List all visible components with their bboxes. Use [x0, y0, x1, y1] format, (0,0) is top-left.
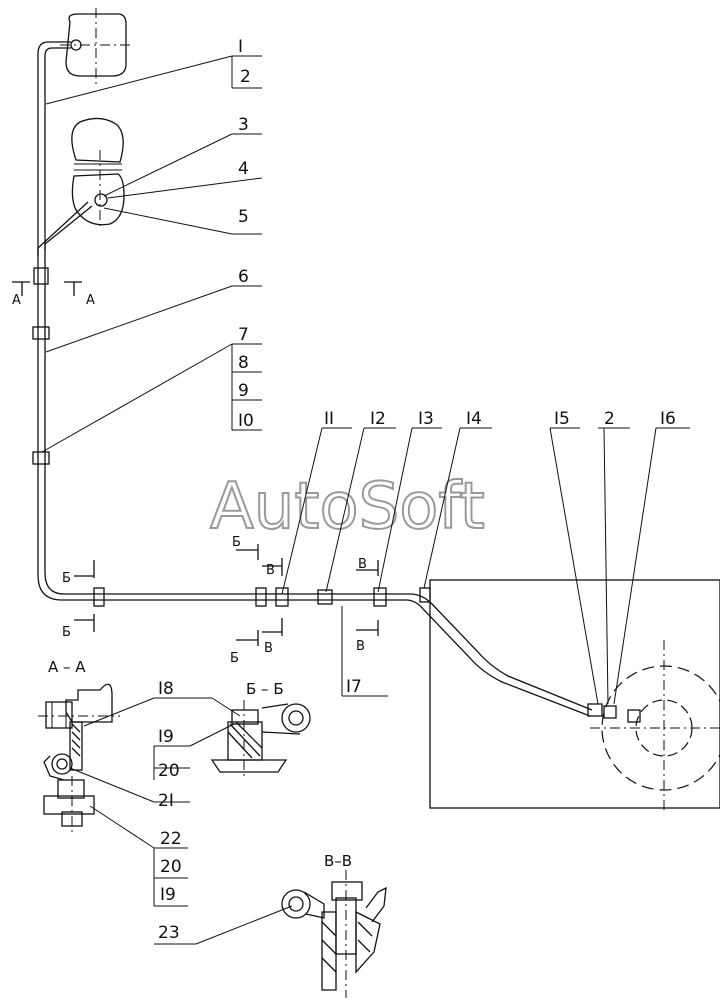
section-title-bb: Б – Б: [246, 680, 284, 698]
callout-17: I7: [346, 677, 362, 697]
callout-23: 23: [158, 923, 180, 943]
callout-14: I4: [466, 409, 482, 429]
callout-19a: I9: [158, 727, 174, 747]
callout-20b: 20: [160, 857, 182, 877]
callout-4: 4: [238, 159, 249, 179]
callout-21: 2I: [158, 791, 174, 811]
callout-8: 8: [238, 353, 249, 373]
svg-text:В: В: [358, 557, 367, 572]
callouts-sections: I8 I9 20 2I 22 20 I9 23: [69, 679, 293, 945]
callout-18: I8: [158, 679, 174, 699]
section-marker-a: A A: [12, 281, 95, 308]
callout-9: 9: [238, 381, 249, 401]
svg-text:В: В: [266, 563, 275, 578]
callout-1: I: [238, 37, 243, 57]
svg-text:В: В: [356, 639, 365, 654]
svg-text:В: В: [264, 641, 273, 656]
callout-20a: 20: [158, 761, 180, 781]
callout-2b: 2: [604, 409, 615, 429]
section-marker-b: Б Б Б Б: [62, 535, 259, 666]
callouts-upper: I 2 3 4 5 6 7 8 9 I0: [41, 37, 263, 453]
section-marker-v: В В В В: [262, 557, 379, 656]
section-title-aa: A – A: [48, 658, 86, 676]
callout-7: 7: [238, 325, 249, 345]
section-vv: В–В: [281, 852, 387, 998]
callout-15: I5: [554, 409, 570, 429]
callout-11: II: [324, 409, 334, 429]
callout-6: 6: [238, 267, 249, 287]
svg-text:A: A: [12, 293, 21, 308]
section-aa: A – A: [38, 658, 120, 836]
svg-text:Б: Б: [62, 625, 71, 640]
watermark: AutoSoft: [210, 470, 485, 544]
callout-19b: I9: [160, 885, 176, 905]
callout-2: 2: [240, 67, 251, 87]
callout-5: 5: [238, 207, 249, 227]
brake-pipe-main: [37, 41, 593, 717]
svg-text:Б: Б: [230, 651, 239, 666]
svg-text:A: A: [86, 293, 95, 308]
callout-16: I6: [660, 409, 676, 429]
section-title-vv: В–В: [324, 852, 352, 870]
callout-12: I2: [370, 409, 386, 429]
callout-22: 22: [160, 829, 182, 849]
callout-13: I3: [418, 409, 434, 429]
section-bb: Б – Б: [210, 680, 311, 780]
wheel-area: [429, 579, 720, 810]
pipe-clamps: [32, 267, 641, 723]
upper-reservoir: [60, 8, 132, 84]
middle-reservoir: [71, 117, 125, 230]
svg-text:Б: Б: [62, 571, 71, 586]
callout-10: I0: [238, 411, 254, 431]
callout-3: 3: [238, 115, 249, 135]
callouts-pipe: II I2 I3 I4 I5 2 I6 I7: [281, 409, 690, 705]
svg-text:Б: Б: [232, 535, 241, 550]
